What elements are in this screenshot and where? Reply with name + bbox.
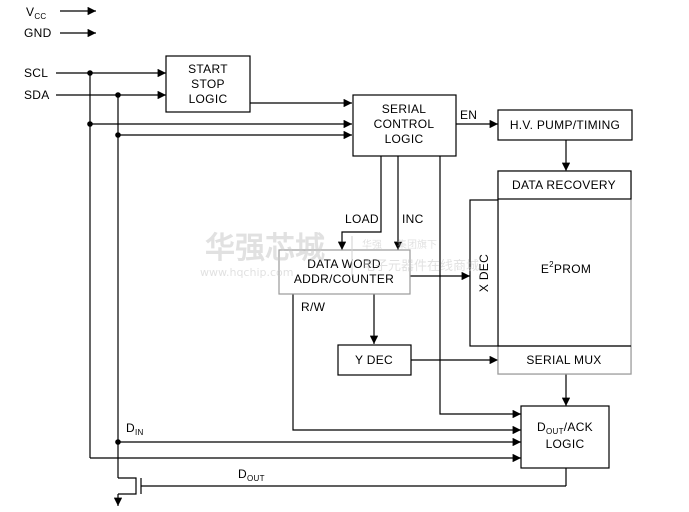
serial-control-line1: SERIAL [382,102,427,116]
output-transistor-body [118,477,137,495]
en-label: EN [460,108,477,122]
dout-ack-logic-block [520,405,610,469]
rw-label: R/W [301,300,326,314]
watermark-main: 华强芯城 [205,231,325,266]
serial-control-line3: LOGIC [385,132,424,146]
scl-junction-dot [87,70,93,76]
scl-pin-label: SCL [24,66,48,80]
dout-ack-line1: DOUT/ACK [537,420,593,436]
vcc-pin-label: VCC [26,5,46,21]
gnd-pin-label: GND [24,26,52,40]
watermark-side3: 电子元器件在线商城 [362,259,479,274]
data-recovery-label: DATA RECOVERY [512,178,616,192]
control-to-dout-wire [439,156,521,419]
data-word-addr-counter-block [278,249,411,295]
serial-mux-label: SERIAL MUX [526,353,601,367]
dout-label: DOUT [238,467,265,483]
din-label: DIN [126,421,144,437]
serial-control-line2: CONTROL [374,117,435,131]
x-dec-block [469,199,499,347]
load-wire [337,156,382,250]
y-dec-label: Y DEC [355,353,393,367]
watermark-url: www.hqchip.com [200,266,293,279]
data-recovery-block [497,170,632,200]
sda-pin-label: SDA [24,88,50,102]
data-word-line2: ADDR/COUNTER [294,272,394,286]
watermark-side1: 华强 [362,238,382,251]
data-word-line1: DATA WORD [307,257,381,271]
hv-pump-timing-block [497,109,633,141]
x-dec-label: X DEC [477,254,491,292]
dout-ack-line2: LOGIC [546,437,585,451]
eeprom-label: E2PROM [541,260,591,276]
din-junction-dot [115,439,121,445]
sda-junction-dot [115,92,121,98]
hv-pump-label: H.V. PUMP/TIMING [510,118,620,132]
serial-control-logic-block [352,94,457,157]
start-stop-logic-block [165,55,251,113]
eeprom-array-block [497,170,632,375]
rw-wire [292,294,521,435]
inc-label: INC [402,212,424,226]
load-label: LOAD [345,212,379,226]
watermark-side2: 集团旗下 [397,238,437,251]
scl-branch-dot [87,121,93,127]
y-dec-block [337,344,412,376]
start-stop-line3: LOGIC [189,92,228,106]
sda-branch-dot [115,132,121,138]
start-stop-line1: START [188,62,228,76]
start-stop-line2: STOP [191,77,225,91]
